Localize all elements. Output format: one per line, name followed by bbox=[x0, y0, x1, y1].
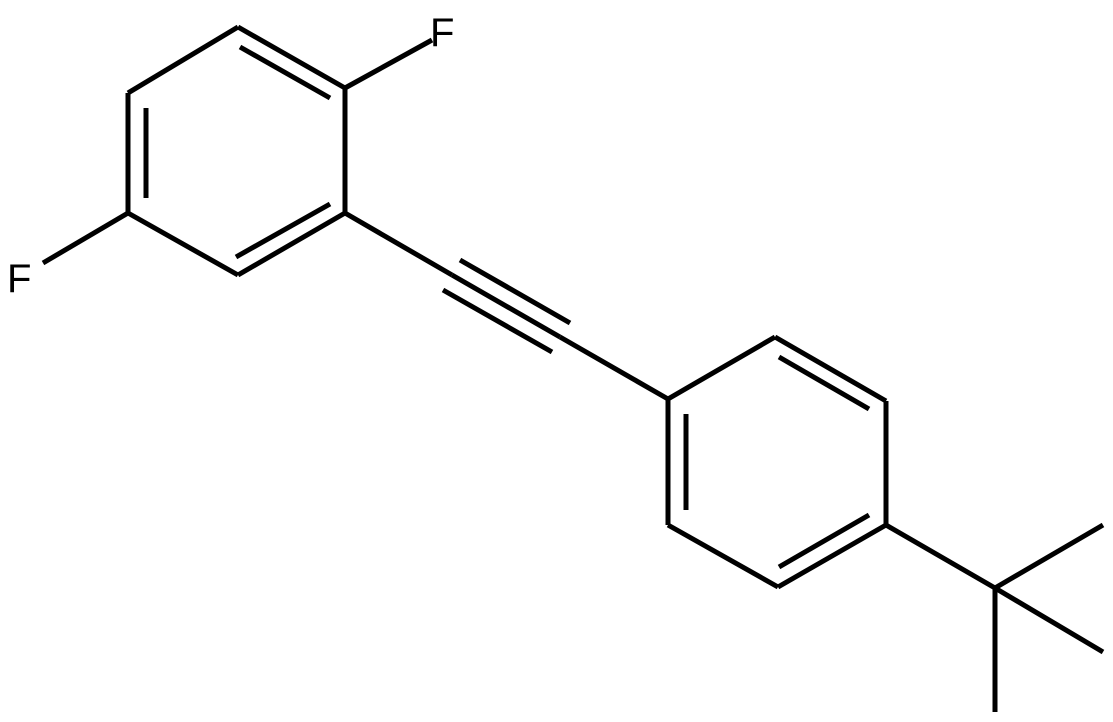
alkyne-linker bbox=[343, 210, 670, 402]
bond-to-fluorine-top bbox=[343, 37, 434, 91]
ring2-bond-d-inner bbox=[777, 512, 871, 570]
ring1-bond-e bbox=[126, 210, 240, 278]
difluorophenyl-ring bbox=[125, 24, 348, 278]
alkyne-line-lower bbox=[441, 287, 554, 355]
ring2-bond-e bbox=[666, 522, 780, 590]
ring1-bond-d bbox=[236, 210, 347, 278]
alkyne-line-upper bbox=[458, 257, 572, 326]
ring2-bond-d bbox=[776, 522, 888, 590]
alkyne-segment-right bbox=[558, 334, 670, 402]
ring1-bond-b-inner bbox=[238, 44, 332, 101]
ring2-bond-b bbox=[773, 334, 888, 404]
tbutyl-quaternary-bond bbox=[884, 522, 997, 591]
alkyne-line-center bbox=[450, 272, 562, 340]
fluorine-label-top: F bbox=[430, 11, 454, 55]
tbutyl-methyl-lower-right bbox=[993, 585, 1105, 655]
tert-butyl-group bbox=[884, 522, 1105, 712]
tert-butylphenyl-ring bbox=[665, 334, 889, 590]
alkyne-segment-left bbox=[343, 210, 454, 278]
ring1-bond-d-inner bbox=[234, 201, 332, 260]
fluorine-label-left: F bbox=[7, 257, 31, 301]
ring2-bond-a bbox=[666, 334, 777, 402]
ring2-bond-b-inner bbox=[777, 354, 871, 412]
ring1-bond-b bbox=[236, 24, 347, 91]
tbutyl-methyl-upper bbox=[993, 522, 1105, 591]
bond-to-fluorine-left bbox=[41, 210, 130, 266]
ring1-bond-a bbox=[126, 24, 240, 96]
